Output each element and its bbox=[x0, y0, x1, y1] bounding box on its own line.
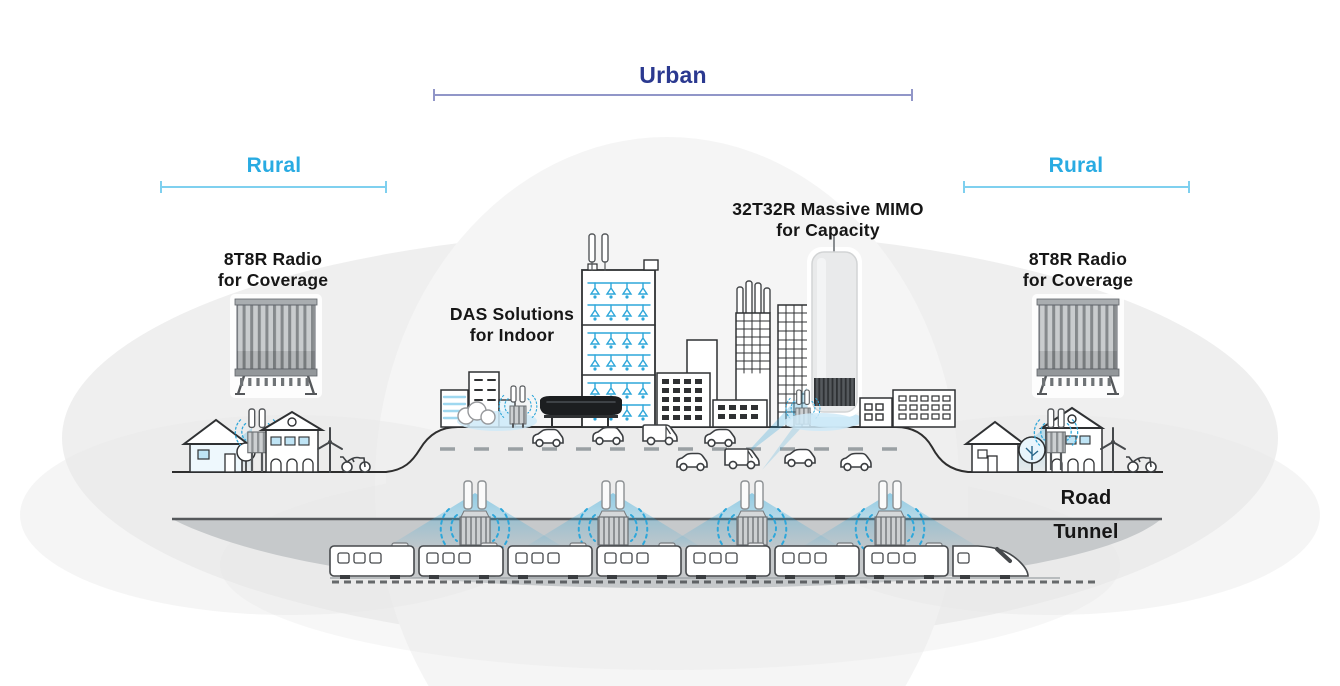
rural-left-bracket bbox=[160, 181, 387, 193]
metro-train-icon bbox=[540, 396, 622, 428]
rural-right-region-label: Rural bbox=[966, 154, 1186, 178]
radio-left-callout-line1: 8T8R Radio bbox=[223, 249, 323, 269]
das-callout: DAS Solutions for Indoor bbox=[432, 304, 592, 346]
city-right-buildings bbox=[784, 389, 956, 431]
urban-region-text: Urban bbox=[639, 62, 707, 88]
window-grid-building bbox=[656, 372, 711, 428]
road-label: Road bbox=[1036, 487, 1136, 510]
massive-mimo-callout: 32T32R Massive MIMO for Capacity bbox=[728, 199, 928, 241]
radio-unit-8t8r-right-icon bbox=[1030, 292, 1126, 400]
urban-region-label: Urban bbox=[433, 62, 913, 89]
radio-left-callout-line2: for Coverage bbox=[217, 270, 329, 290]
rural-village-left bbox=[181, 409, 371, 473]
rural-left-region-label: Rural bbox=[164, 154, 384, 178]
massive-mimo-callout-line1: 32T32R Massive MIMO bbox=[732, 199, 924, 219]
signal-mist bbox=[784, 413, 856, 431]
rural-right-bracket bbox=[963, 181, 1190, 193]
arch-building-icon bbox=[258, 410, 326, 473]
train-icon bbox=[329, 542, 1029, 580]
radio-left-callout: 8T8R Radio for Coverage bbox=[192, 249, 354, 291]
radio-right-callout-line1: 8T8R Radio bbox=[1028, 249, 1128, 269]
city-skyline bbox=[440, 233, 956, 470]
road-label-text: Road bbox=[1060, 487, 1112, 509]
tunnel-label: Tunnel bbox=[1036, 521, 1136, 544]
city-left-buildings bbox=[440, 371, 537, 431]
radio-right-callout-line2: for Coverage bbox=[1022, 270, 1134, 290]
rural-left-region-text: Rural bbox=[246, 154, 302, 177]
urban-bracket bbox=[433, 89, 913, 101]
tunnel-label-text: Tunnel bbox=[1053, 521, 1119, 543]
cloud-icon bbox=[457, 401, 496, 425]
van-icon bbox=[724, 448, 760, 470]
massive-mimo-callout-line2: for Capacity bbox=[776, 220, 880, 240]
rural-village-right bbox=[963, 406, 1157, 473]
low-grid-building bbox=[712, 399, 768, 428]
train-nose bbox=[952, 545, 1029, 579]
crosshatch-building bbox=[777, 304, 811, 428]
mimo-beam-icon bbox=[742, 380, 814, 458]
rooftop-antenna-icon bbox=[588, 233, 596, 263]
rural-mast-icon bbox=[1034, 409, 1077, 470]
rooftop-antenna-icon bbox=[601, 233, 609, 263]
radio-right-callout: 8T8R Radio for Coverage bbox=[997, 249, 1159, 291]
house-icon bbox=[963, 420, 1027, 473]
rural-right-region-text: Rural bbox=[1048, 154, 1104, 177]
radio-unit-8t8r-left-icon bbox=[228, 292, 324, 400]
das-callout-line1: DAS Solutions bbox=[449, 304, 575, 324]
van-icon bbox=[642, 424, 678, 446]
das-callout-line2: for Indoor bbox=[469, 325, 555, 345]
rural-mast-icon bbox=[235, 409, 278, 472]
